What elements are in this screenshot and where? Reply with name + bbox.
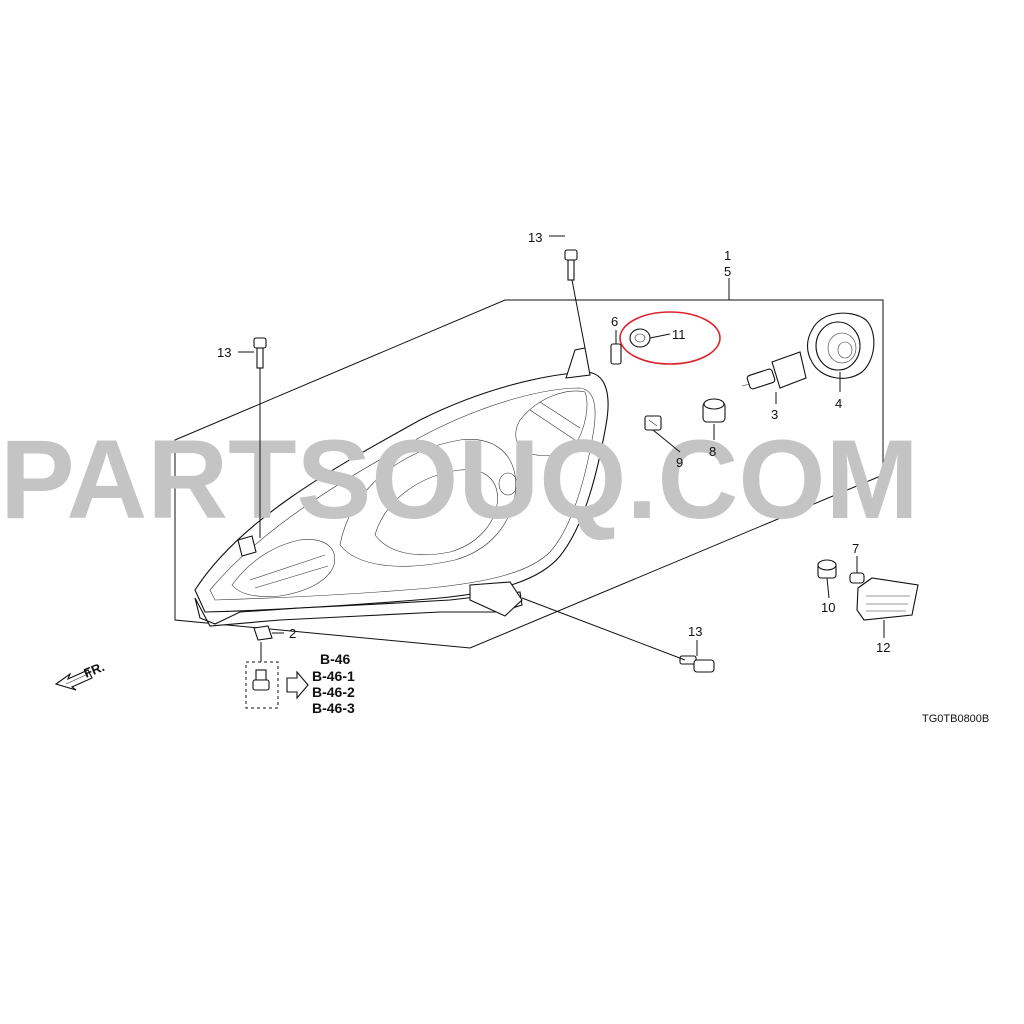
bolt-bottom-part-13[interactable] (679, 655, 715, 673)
socket-part-11[interactable] (629, 328, 651, 348)
reference-code-1[interactable]: B-46-1 (312, 668, 355, 684)
bulb-part-6[interactable] (610, 343, 622, 365)
callout-5: 5 (724, 264, 731, 279)
callout-6: 6 (611, 314, 618, 329)
watermark-text: PARTSOUQ.COM (0, 417, 919, 542)
callout-4: 4 (835, 396, 842, 411)
callout-1: 1 (724, 248, 731, 263)
callout-8: 8 (709, 444, 716, 459)
reference-code-0[interactable]: B-46 (320, 651, 351, 667)
callout-11: 11 (672, 327, 686, 342)
diagram-code: TG0TB0800B (922, 713, 989, 725)
reference-code-3[interactable]: B-46-3 (312, 700, 355, 716)
front-label: FR. (82, 659, 107, 681)
bolt-left-part-13[interactable] (253, 337, 267, 369)
front-direction-indicator: FR. (54, 659, 107, 691)
dust-cap-part-4[interactable] (806, 312, 875, 379)
highlight-ring (619, 311, 721, 365)
side-marker-lens-part-12[interactable] (856, 577, 919, 621)
bulb-socket-part-8[interactable] (702, 398, 726, 423)
callout-10: 10 (821, 600, 835, 615)
reference-dashed-box (245, 661, 279, 709)
callout-12: 12 (876, 640, 890, 655)
reference-bolt[interactable] (252, 669, 270, 691)
callout-3: 3 (771, 407, 778, 422)
front-arrow-icon (54, 669, 93, 691)
side-marker-socket-part-10[interactable] (817, 559, 837, 579)
headlight-bulb-part-3[interactable] (741, 351, 807, 390)
clip-nut-part-2[interactable] (253, 625, 273, 641)
callout-13-bottom: 13 (688, 624, 702, 639)
headlight-housing[interactable] (194, 347, 609, 627)
reference-code-2[interactable]: B-46-2 (312, 684, 355, 700)
callout-13-left: 13 (217, 345, 231, 360)
callout-7: 7 (852, 541, 859, 556)
callout-2: 2 (289, 626, 296, 641)
side-marker-bulb-part-7[interactable] (849, 572, 865, 584)
small-bulb-part-9[interactable] (644, 415, 662, 431)
reference-arrow-icon (286, 670, 309, 700)
callout-9: 9 (676, 455, 683, 470)
bolt-top-part-13[interactable] (564, 249, 578, 281)
callout-13-top: 13 (528, 230, 542, 245)
